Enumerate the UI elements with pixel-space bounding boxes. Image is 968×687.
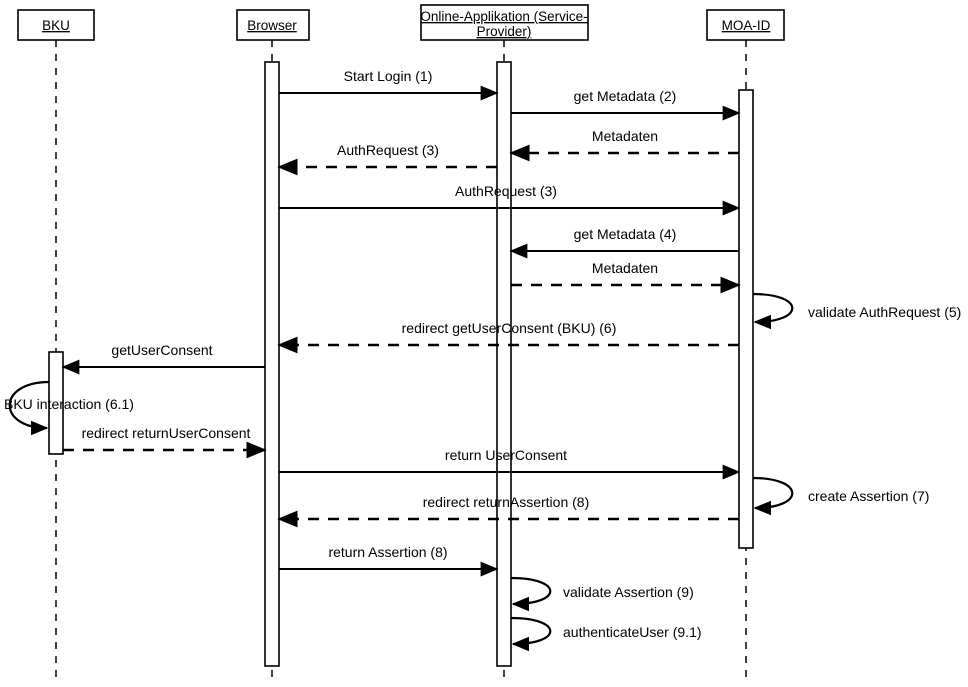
activation-bar-bku — [48, 351, 64, 455]
self-message-arrow-2 — [8, 380, 50, 436]
participant-label-browser: Browser — [247, 18, 297, 33]
message-label-12: redirect returnAssertion (8) — [423, 494, 590, 510]
participant-label-oa: Provider) — [477, 24, 532, 39]
self-message-4[interactable]: validate Assertion (9) — [510, 576, 694, 612]
message-label-13: return Assertion (8) — [328, 544, 447, 560]
self-message-3[interactable]: create Assertion (7) — [752, 476, 929, 516]
activation-bar-moaid — [738, 89, 754, 549]
participant-head-moaid[interactable]: MOA-ID — [706, 9, 785, 41]
message-8[interactable]: redirect getUserConsent (BKU) (6) — [277, 320, 739, 354]
message-label-1: Start Login (1) — [344, 68, 433, 84]
participant-box-browser — [236, 9, 310, 41]
message-label-2: get Metadata (2) — [574, 88, 677, 104]
self-message-2[interactable]: BKU interaction (6.1) — [4, 380, 134, 436]
self-message-label-3: create Assertion (7) — [808, 488, 929, 504]
participant-head-oa[interactable]: Online-Applikation (Service-Provider) — [420, 4, 589, 41]
message-label-4: AuthRequest (3) — [337, 142, 439, 158]
message-13[interactable]: return Assertion (8) — [279, 544, 499, 577]
activation-bar-oa — [496, 61, 512, 667]
self-message-arrow-1 — [752, 292, 794, 330]
message-label-8: redirect getUserConsent (BKU) (6) — [402, 320, 617, 336]
message-label-3: Metadaten — [592, 128, 658, 144]
participant-head-browser[interactable]: Browser — [236, 9, 310, 41]
message-6[interactable]: get Metadata (4) — [509, 226, 739, 259]
activations-layer — [48, 61, 754, 667]
message-12[interactable]: redirect returnAssertion (8) — [277, 494, 739, 528]
message-label-11: return UserConsent — [445, 447, 567, 463]
self-message-5[interactable]: authenticateUser (9.1) — [510, 616, 702, 652]
participant-box-moaid — [706, 9, 785, 41]
participant-head-bku[interactable]: BKU — [17, 9, 95, 41]
self-message-arrow-5 — [510, 616, 552, 652]
self-message-label-4: validate Assertion (9) — [563, 584, 694, 600]
activation-bar-browser — [264, 61, 280, 667]
message-11[interactable]: return UserConsent — [279, 447, 741, 480]
message-label-6: get Metadata (4) — [574, 226, 677, 242]
self-message-arrow-3 — [752, 476, 794, 516]
message-label-10: redirect returnUserConsent — [82, 425, 251, 441]
message-3[interactable]: Metadaten — [509, 128, 739, 162]
participant-label-bku: BKU — [42, 18, 70, 33]
message-2[interactable]: get Metadata (2) — [511, 88, 741, 121]
participant-heads-layer: BKU Browser Online-Applikation (Service-Pr… — [17, 4, 785, 41]
message-label-9: getUserConsent — [111, 342, 212, 358]
message-5[interactable]: AuthRequest (3) — [279, 183, 741, 216]
self-message-label-5: authenticateUser (9.1) — [563, 624, 702, 640]
self-message-label-1: validate AuthRequest (5) — [808, 304, 961, 320]
participant-label-oa: Online-Applikation (Service- — [420, 9, 587, 24]
self-message-arrow-4 — [510, 576, 552, 612]
messages-layer: Start Login (1) get Metadata (2) Metadaten… — [61, 68, 741, 577]
message-label-7: Metadaten — [592, 260, 658, 276]
participant-box-bku — [17, 9, 95, 41]
message-7[interactable]: Metadaten — [511, 260, 741, 294]
message-10[interactable]: redirect returnUserConsent — [63, 425, 267, 459]
self-message-label-2: BKU interaction (6.1) — [4, 396, 134, 412]
message-label-5: AuthRequest (3) — [455, 183, 557, 199]
message-9[interactable]: getUserConsent — [61, 342, 265, 375]
self-message-1[interactable]: validate AuthRequest (5) — [752, 292, 961, 330]
self-messages-layer: validate AuthRequest (5) BKU interaction … — [4, 292, 961, 652]
message-4[interactable]: AuthRequest (3) — [277, 142, 497, 176]
participant-label-moaid: MOA-ID — [722, 18, 771, 33]
participant-box-oa — [420, 4, 589, 41]
message-1[interactable]: Start Login (1) — [279, 68, 499, 101]
